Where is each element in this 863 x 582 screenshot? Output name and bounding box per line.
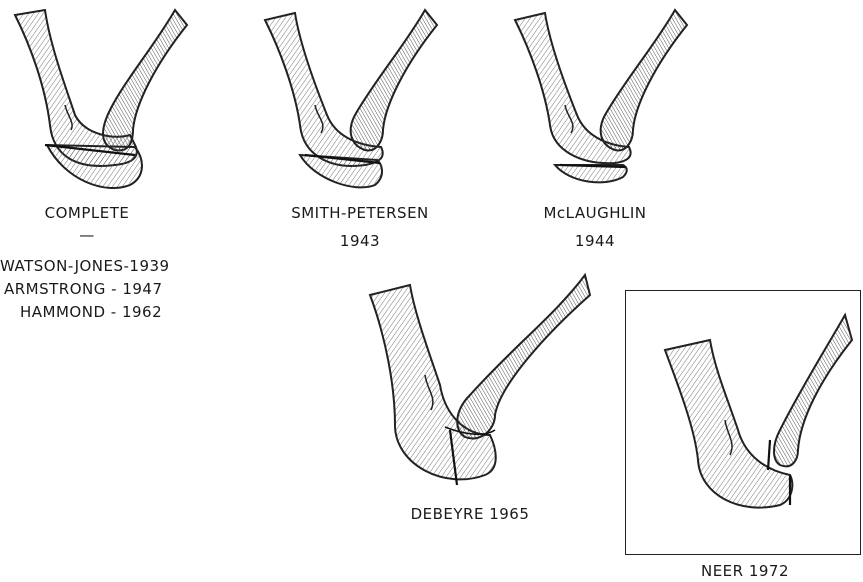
caption-smith-petersen: SMITH-PETERSEN [270,204,450,222]
caption-smith-petersen-year: 1943 [270,232,450,250]
caption-complete: COMPLETE [22,204,152,222]
caption-watson-jones: WATSON-JONES-1939 [0,257,210,275]
caption-complete-dash: — [22,226,152,244]
caption-hammond: HAMMOND - 1962 [20,303,210,321]
caption-mclaughlin: McLAUGHLIN [520,204,670,222]
caption-armstrong: ARMSTRONG - 1947 [4,280,204,298]
caption-mclaughlin-year: 1944 [520,232,670,250]
osteotomy-line [768,440,770,470]
shoulder-drawing-smith-petersen [255,5,445,195]
shoulder-drawing-neer [640,300,855,525]
caption-debeyre: DEBEYRE 1965 [390,505,550,523]
caption-neer: NEER 1972 [685,562,805,580]
shoulder-drawing-debeyre [355,265,595,495]
shoulder-drawing-mclaughlin [505,5,695,190]
shoulder-drawing-complete [5,5,195,200]
